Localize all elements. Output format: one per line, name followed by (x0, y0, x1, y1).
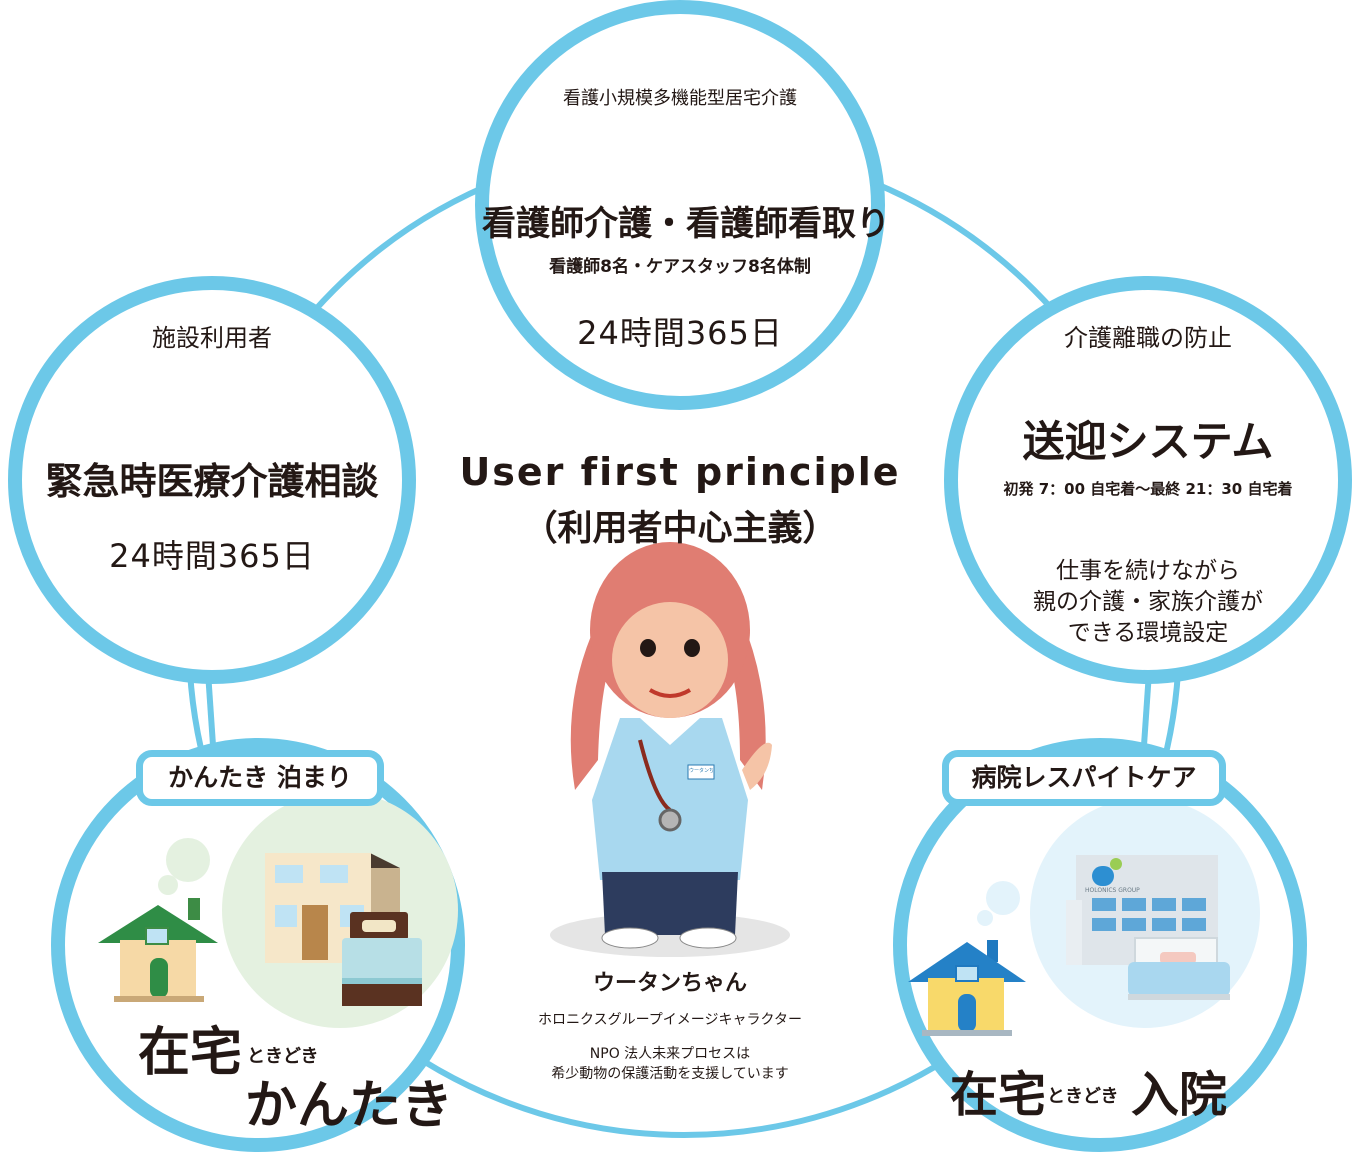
top-circle-content: 看護小規模多機能型居宅介護 看護師介護・看護師看取り 看護師8名・ケアスタッフ8… (482, 0, 890, 410)
right-circle-note-3: できる環境設定 (1067, 620, 1229, 646)
right-circle-note-1: 仕事を続けながら (1056, 558, 1240, 584)
character-description: ホロニクスグループイメージキャラクター (538, 1012, 802, 1028)
bottom-right-small: ときどき (1047, 1086, 1119, 1107)
left-circle (8, 276, 416, 684)
principle-ja: （利用者中心主義） (522, 509, 838, 549)
bottom-right-tag: 病院レスパイトケア (942, 750, 1226, 806)
bottom-left-illustration (98, 792, 458, 1028)
bottom-right-word-2: 入院 (1131, 1067, 1228, 1123)
top-circle-label: 看護小規模多機能型居宅介護 (563, 88, 797, 109)
hospital-sign: HOLONICS GROUP (1085, 887, 1140, 894)
orangutan-mascot (550, 542, 790, 957)
left-circle-content: 施設利用者 緊急時医療介護相談 24時間365日 (15, 283, 409, 677)
character-name: ウータンちゃん (592, 971, 747, 996)
top-circle-hours: 24時間365日 (577, 314, 783, 352)
apartment-icon (265, 853, 400, 963)
top-circle (475, 0, 885, 410)
house-green-icon (98, 898, 218, 1002)
hospital-bed-icon (1128, 937, 1230, 1000)
bottom-left-word-2: かんたき (245, 1076, 454, 1136)
bed-icon (342, 912, 422, 1006)
right-circle-schedule: 初発 7：00 自宅着～最終 21：30 自宅着 (1003, 480, 1293, 498)
bottom-left-word-1: 在宅 (138, 1023, 243, 1083)
npo-line-1: NPO 法人未来プロセスは (589, 1046, 751, 1062)
left-circle-title: 緊急時医療介護相談 (45, 460, 379, 503)
bottom-right-illustration (908, 798, 1260, 1036)
right-circle-title: 送迎システム (1022, 417, 1274, 466)
top-circle-sub: 看護師8名・ケアスタッフ8名体制 (549, 257, 811, 277)
bottom-right-word-1: 在宅 (950, 1067, 1047, 1123)
bottom-left-small: ときどき (247, 1046, 319, 1067)
left-circle-label: 施設利用者 (152, 324, 272, 352)
right-circle-note-2: 親の介護・家族介護が (1033, 589, 1263, 615)
right-circle (944, 276, 1352, 684)
top-circle-title: 看護師介護・看護師看取り (482, 204, 890, 244)
right-circle-content: 介護離職の防止 送迎システム 初発 7：00 自宅着～最終 21：30 自宅着 … (951, 283, 1345, 677)
hospital-icon (1066, 855, 1218, 965)
npo-line-2: 希少動物の保護活動を支援しています (551, 1066, 789, 1082)
mascot-badge: ウータンちゃん (689, 768, 713, 774)
principle-en: User first principle (459, 450, 901, 494)
left-circle-hours: 24時間365日 (109, 537, 315, 575)
house-blue-icon (908, 940, 1026, 1036)
bottom-left-tag: かんたき 泊まり (136, 750, 384, 806)
right-circle-label: 介護離職の防止 (1064, 324, 1232, 352)
